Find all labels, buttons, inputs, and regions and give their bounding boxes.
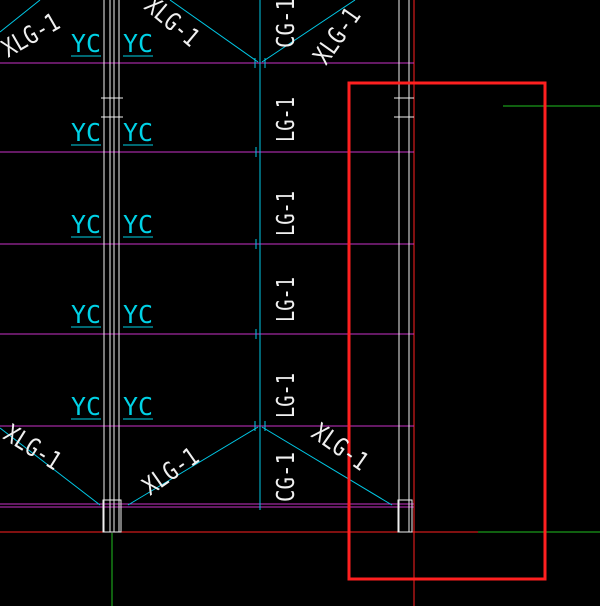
h-section-right-top	[394, 97, 414, 118]
brace-bottom-left-outer	[0, 427, 101, 506]
xlg-label-top-right: XLG-1	[307, 2, 366, 69]
yc-label: YC	[123, 392, 153, 421]
cg-label-top: CG-1	[271, 0, 300, 48]
xlg-label-bottom-left: XLG-1	[0, 418, 67, 475]
yc-label: YC	[71, 392, 101, 421]
yc-label: YC	[71, 118, 101, 147]
lg-label: LG-1	[271, 277, 300, 322]
yc-underlines-right	[123, 55, 153, 420]
yc-labels-right: YC YC YC YC YC	[123, 29, 153, 421]
lg-label: LG-1	[271, 373, 300, 418]
yc-label: YC	[123, 29, 153, 58]
h-section-left-top	[101, 97, 123, 118]
highlight-box	[347, 81, 547, 581]
xlg-label-bottom-center: XLG-1	[137, 442, 204, 501]
brace-top-left-outer	[0, 0, 41, 33]
xlg-label-top-left: XLG-1	[0, 7, 65, 63]
lg-label: LG-1	[271, 97, 300, 142]
brace-bottom-right-inner	[261, 426, 393, 506]
bracing-lines	[0, 0, 393, 510]
brace-bottom-left-inner	[127, 426, 259, 506]
yc-underlines-left	[71, 55, 101, 420]
lg-label: LG-1	[271, 191, 300, 236]
column-base-left	[102, 499, 122, 533]
brace-top-left	[169, 0, 259, 63]
brace-top-right	[261, 0, 356, 63]
yc-label: YC	[123, 210, 153, 239]
yc-label: YC	[123, 300, 153, 329]
cg-label-bottom: CG-1	[271, 452, 300, 502]
columns	[101, 0, 414, 533]
yc-labels-left: YC YC YC YC YC	[71, 29, 101, 421]
yc-label: YC	[71, 29, 101, 58]
horizontal-beams	[0, 62, 414, 508]
yc-label: YC	[123, 118, 153, 147]
yc-label: YC	[71, 300, 101, 329]
yc-label: YC	[71, 210, 101, 239]
column-base-right	[397, 499, 413, 533]
member-labels-vertical: CG-1 LG-1 LG-1 LG-1 LG-1 CG-1	[271, 0, 300, 502]
